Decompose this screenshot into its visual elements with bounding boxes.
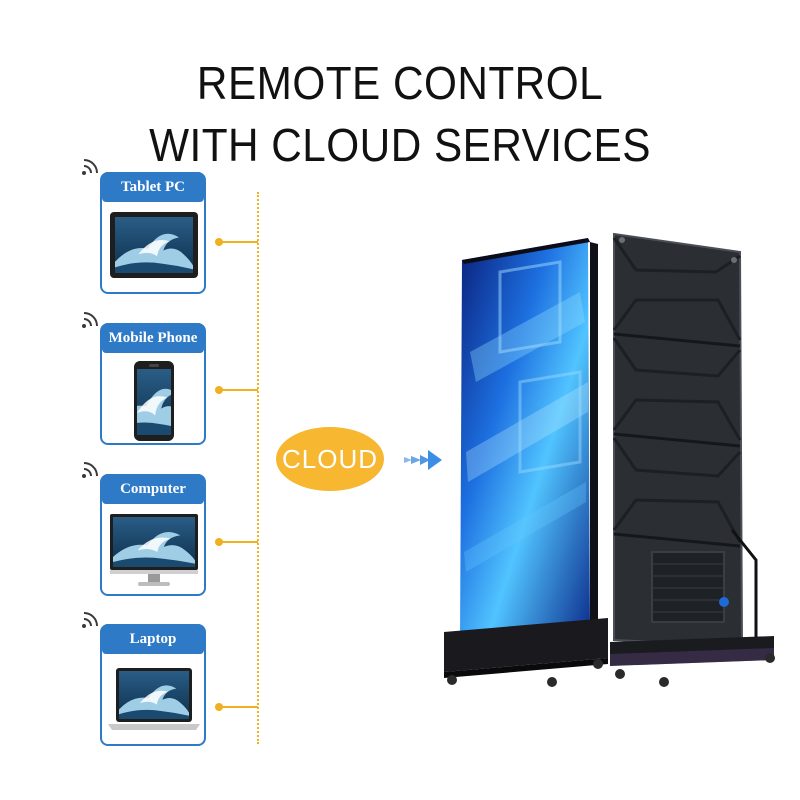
wifi-icon — [82, 159, 98, 175]
device-label-mobile-phone: Mobile Phone — [102, 323, 204, 353]
connection-line — [257, 192, 259, 744]
connector-tablet-pc — [215, 238, 258, 246]
wifi-icon — [82, 612, 98, 628]
connector-computer — [215, 538, 258, 546]
mobile-phone-icon — [134, 361, 174, 441]
device-card-laptop: Laptop — [100, 624, 206, 746]
led-poster-screen-back — [610, 232, 775, 687]
device-card-computer: Computer — [100, 474, 206, 596]
wifi-icon — [82, 462, 98, 478]
page-title-line-1: REMOTE CONTROL — [196, 57, 604, 109]
led-poster-screen-front — [444, 238, 608, 687]
cloud-badge: CLOUD — [276, 427, 384, 491]
device-label-tablet-pc: Tablet PC — [102, 172, 204, 202]
page-title-line-2: WITH CLOUD SERVICES — [149, 119, 651, 171]
connector-laptop — [215, 703, 258, 711]
device-card-tablet-pc: Tablet PC — [100, 172, 206, 294]
device-label-computer: Computer — [102, 474, 204, 504]
connector-mobile-phone — [215, 386, 258, 394]
desktop-computer-icon — [110, 514, 198, 586]
device-card-mobile-phone: Mobile Phone — [100, 323, 206, 445]
laptop-icon — [108, 668, 200, 730]
tablet-icon — [110, 212, 198, 278]
wifi-icon — [82, 312, 98, 328]
arrow-right-icon — [404, 450, 442, 470]
device-label-laptop: Laptop — [102, 624, 204, 654]
